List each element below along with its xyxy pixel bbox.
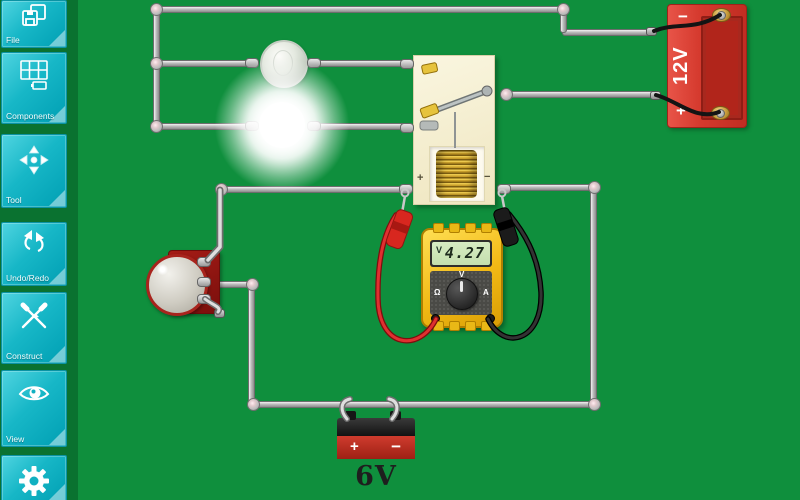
sidebar-label: Components: [6, 111, 55, 121]
junction-node[interactable]: [150, 57, 163, 70]
bulb-terminal[interactable]: [307, 121, 321, 131]
sidebar-button-tool[interactable]: Tool: [1, 134, 67, 208]
battery-6v-band: + −: [337, 436, 415, 459]
wire-to-12v-minus[interactable]: [562, 29, 652, 36]
undo-redo-icon: [24, 230, 44, 253]
pot-terminal-top[interactable]: [197, 257, 211, 267]
wire-bottom[interactable]: [252, 401, 594, 408]
multimeter-reading: 4.27: [444, 244, 485, 262]
multimeter-dial-panel: V Ω A: [430, 270, 492, 315]
relay-common-node[interactable]: [500, 88, 513, 101]
wire-end-ferrule[interactable]: [214, 309, 225, 318]
sidebar-button-components[interactable]: Components: [1, 52, 67, 124]
sidebar-label: Undo/Redo: [6, 273, 50, 283]
relay-coil-terminal-minus[interactable]: [497, 184, 511, 194]
relay-coil-plus-sign: +: [417, 172, 424, 184]
junction-node[interactable]: [588, 181, 601, 194]
sidebar-button-construct[interactable]: Construct: [1, 292, 67, 364]
multimeter[interactable]: V 4.27 V Ω A: [421, 223, 503, 331]
wire-coil-right[interactable]: [505, 184, 593, 191]
black-probe-tip: [500, 195, 507, 213]
sidebar-label: File: [6, 35, 20, 45]
wire-right-vertical[interactable]: [590, 186, 597, 405]
relay[interactable]: + −: [413, 55, 495, 205]
sidebar-button-file[interactable]: File: [1, 0, 67, 48]
relay-coil-box: [429, 146, 485, 202]
bulb-terminal[interactable]: [307, 58, 321, 68]
battery-12v-minus-sign: −: [678, 7, 688, 26]
relay-terminal-top[interactable]: [400, 59, 414, 69]
junction-node[interactable]: [150, 3, 163, 16]
multimeter-lcd: V 4.27: [432, 242, 490, 265]
battery-6v-label: 6V: [355, 461, 397, 492]
sidebar-button-settings[interactable]: [1, 455, 67, 500]
light-bulb-off[interactable]: [260, 40, 308, 88]
sidebar-button-view[interactable]: View: [1, 370, 67, 447]
junction-node[interactable]: [588, 398, 601, 411]
battery-12v-terminal-minus[interactable]: [712, 8, 731, 22]
crossed-tools-icon: [20, 302, 48, 329]
multimeter-display: V 4.27: [430, 240, 492, 267]
move-arrows-icon: [19, 145, 49, 175]
wire-bulb1-right[interactable]: [311, 60, 408, 67]
knob-pointer: [460, 281, 463, 292]
pot-terminal-middle[interactable]: [197, 277, 211, 287]
sidebar-label: Construct: [6, 351, 43, 361]
dial-label-ohms: Ω: [434, 288, 441, 297]
wire-coil-left[interactable]: [222, 186, 406, 193]
relay-terminal-middle[interactable]: [400, 123, 414, 133]
battery-12v-panel: [701, 16, 743, 120]
battery-12v[interactable]: − 12V +: [667, 4, 747, 128]
red-probe-clip[interactable]: [385, 208, 414, 250]
red-probe-tip: [400, 195, 407, 214]
wire-bulb2-left[interactable]: [155, 123, 254, 130]
light-bulb-lit[interactable]: [259, 102, 305, 148]
wire-top[interactable]: [155, 6, 564, 13]
bulb-terminal[interactable]: [245, 121, 259, 131]
eye-icon: [18, 386, 50, 401]
wire-bulb2-right[interactable]: [311, 123, 408, 130]
wire-pot-down[interactable]: [248, 283, 255, 405]
junction-node[interactable]: [557, 3, 570, 16]
battery-6v-minus-sign: −: [391, 437, 401, 456]
battery-6v[interactable]: + − 6V: [337, 411, 415, 500]
relay-coil: [436, 150, 477, 198]
battery-6v-plus-sign: +: [350, 438, 359, 455]
sidebar-label: View: [6, 434, 25, 444]
pot-terminal-bottom[interactable]: [197, 294, 211, 304]
bulb-terminal[interactable]: [245, 58, 259, 68]
battery-12v-terminal-plus[interactable]: [711, 106, 730, 120]
sidebar-label: Tool: [6, 195, 22, 205]
junction-node[interactable]: [150, 120, 163, 133]
dial-label-amps: A: [483, 288, 489, 297]
bulb-filament: [273, 50, 293, 76]
battery-6v-terminal-plus[interactable]: [345, 411, 356, 420]
relay-coil-terminal-plus[interactable]: [399, 184, 413, 194]
components-grid-icon: [20, 60, 48, 90]
battery-6v-terminal-minus[interactable]: [390, 411, 401, 420]
wire-end-ferrule[interactable]: [650, 91, 661, 100]
floppy-disk-icon: [22, 4, 46, 26]
multimeter-mode-indicator: V: [436, 245, 443, 255]
junction-node[interactable]: [247, 398, 260, 411]
battery-6v-cap: [337, 418, 415, 436]
knob-highlight: [157, 264, 168, 275]
relay-coil-minus-sign: −: [484, 171, 491, 183]
wire-relay-common[interactable]: [505, 91, 655, 98]
multimeter-rotary-knob[interactable]: [446, 278, 478, 310]
battery-12v-label: 12V: [670, 46, 692, 86]
battery-12v-plus-sign: +: [676, 101, 686, 120]
wire-end-ferrule[interactable]: [646, 27, 657, 36]
wire-bulb1-left[interactable]: [155, 60, 254, 67]
junction-node[interactable]: [246, 278, 259, 291]
sidebar-button-undo-redo[interactable]: Undo/Redo: [1, 222, 67, 286]
junction-node[interactable]: [215, 183, 228, 196]
dial-label-volts: V: [459, 270, 465, 279]
gear-icon: [19, 466, 49, 496]
